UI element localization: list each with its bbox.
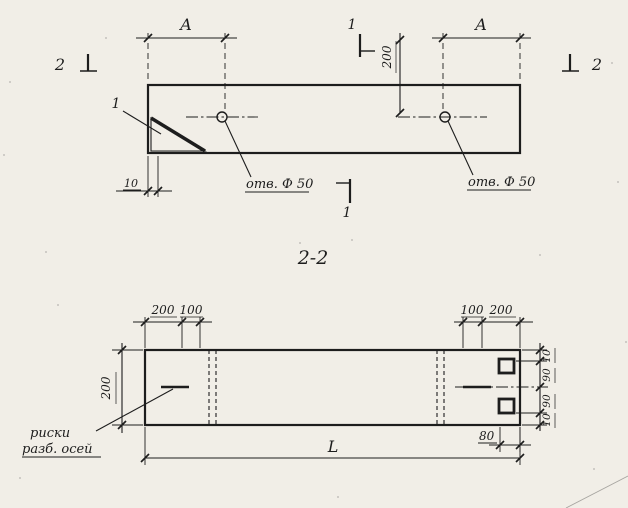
cut-1-bottom-label: 1 [343,205,352,221]
dim-100-top-right-label: 100 [461,303,484,317]
dim-90-right-bottom-label: 90 [541,394,553,408]
axis-dashed-lines [208,350,445,425]
dim-l-label: L [327,437,339,456]
dim-length-l: L [140,427,525,465]
callout-line2: разб. осей [22,442,93,457]
dim-80: 80 [478,427,531,452]
dim-top-left: 200 100 [133,303,212,348]
dim-80-label: 80 [479,429,495,443]
hole-left [186,111,258,123]
beam-outline-section [143,348,522,427]
dim-10-plan: 10 [116,156,172,197]
section-mark-2-left: 2 [54,54,97,74]
hole-left-label: отв. Ф 50 [246,177,313,192]
dim-10-right-top-label: 10 [541,349,553,363]
dim-top-right: 100 200 [454,303,533,348]
hole-left-callout: отв. Ф 50 [224,120,313,193]
dim-200-top-right-label: 200 [489,303,513,317]
dim-90-right-top-label: 90 [541,368,553,382]
section-mark-2-right: 2 [562,54,602,74]
cut-line-1-top: 1 [348,17,375,57]
hole-right-label: отв. Ф 50 [468,175,535,190]
axis-marks-callout: риски разб. осей [22,388,174,458]
dim-a-right: A [432,15,531,110]
corner-fold-line [565,475,628,508]
dim-a-right-label: A [473,15,487,34]
dim-200-height-label: 200 [99,376,113,400]
dim-10-right-bottom-label: 10 [541,413,553,427]
beam-outline-plan [146,83,522,155]
section-view: 2-2 200 [22,247,556,465]
dim-10-plan-label: 10 [124,177,138,190]
section-2-left-label: 2 [54,55,65,74]
hole-right [398,111,487,123]
dim-right-stack: 10 90 90 10 [516,343,556,431]
detail-callout-label: 1 [112,96,121,112]
section-view-title: 2-2 [297,247,329,269]
dim-200-plan-label: 200 [380,45,394,69]
dim-100-top-left-label: 100 [180,303,203,317]
notch-bottom [497,397,516,415]
dim-200-top-left-label: 200 [151,303,175,317]
callout-line1: риски [30,426,70,441]
paper-speckles [3,37,628,508]
cut-1-top-label: 1 [348,17,357,33]
dim-200-plan: 200 [380,33,405,118]
dim-a-left-label: A [178,15,192,34]
detail-callout: 1 [112,96,162,135]
section-2-right-label: 2 [591,55,602,74]
end-notches [497,357,516,415]
plan-view: 1 отв. Ф 50 отв. Ф 50 A [54,15,602,221]
corner-detail-triangle [150,116,207,153]
dim-a-left: A [136,15,237,110]
dim-height-left: 200 [99,343,143,433]
cut-line-1-bottom: 1 [336,179,351,221]
notch-top [497,357,516,375]
hole-right-callout: отв. Ф 50 [447,120,535,191]
